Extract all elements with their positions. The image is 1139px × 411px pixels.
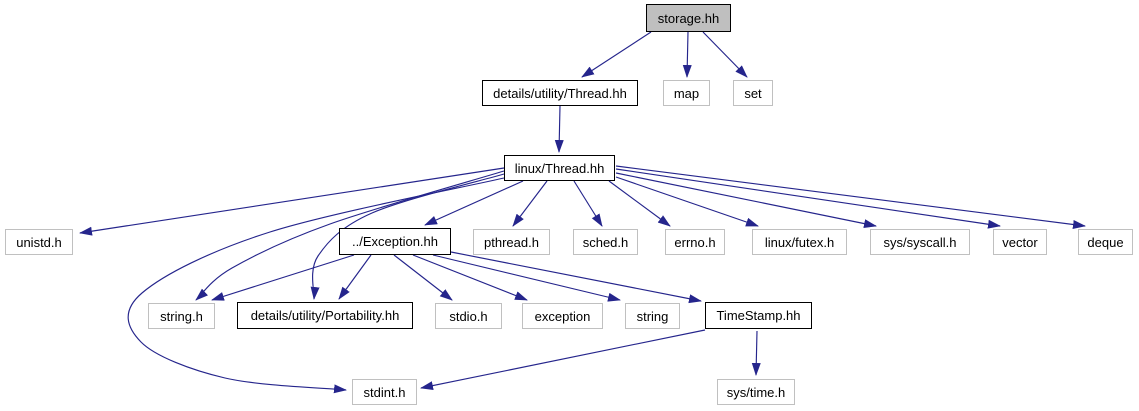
node-storage: storage.hh bbox=[646, 4, 731, 32]
edge-lthread-deque bbox=[615, 165, 1086, 229]
edge-lthread-stringh bbox=[195, 170, 505, 301]
node-timestamp[interactable]: TimeStamp.hh bbox=[705, 302, 812, 329]
edge-exception_hh-timestamp bbox=[450, 251, 702, 304]
node-exception_hh[interactable]: ../Exception.hh bbox=[339, 228, 451, 255]
edge-lthread-unistd bbox=[79, 167, 505, 236]
edge-exception_hh-stringstd bbox=[432, 254, 621, 302]
edge-exception_hh-portability bbox=[338, 254, 372, 300]
node-futex: linux/futex.h bbox=[752, 229, 847, 255]
edge-exception_hh-exception_std bbox=[412, 254, 528, 301]
node-deque: deque bbox=[1078, 229, 1133, 255]
edge-storage-set bbox=[702, 31, 748, 78]
edge-storage-map bbox=[682, 31, 692, 78]
node-pthread: pthread.h bbox=[473, 229, 550, 255]
edge-exception_hh-stdio bbox=[393, 254, 453, 301]
edge-timestamp-systime bbox=[751, 330, 761, 376]
edge-lthread-exception_hh bbox=[424, 180, 524, 226]
node-errno: errno.h bbox=[665, 229, 725, 255]
node-dthread[interactable]: details/utility/Thread.hh bbox=[482, 80, 638, 106]
edge-lthread-vector bbox=[615, 168, 1001, 229]
edge-lthread-portability bbox=[310, 173, 505, 300]
node-set: set bbox=[733, 80, 773, 106]
node-vector: vector bbox=[993, 229, 1047, 255]
node-sched: sched.h bbox=[573, 229, 638, 255]
node-map: map bbox=[663, 80, 710, 106]
edge-dthread-lthread bbox=[554, 105, 564, 153]
node-lthread[interactable]: linux/Thread.hh bbox=[504, 155, 615, 181]
node-exception_std: exception bbox=[522, 303, 603, 329]
node-unistd: unistd.h bbox=[5, 229, 73, 255]
edge-lthread-errno bbox=[608, 180, 671, 227]
edge-lthread-sched bbox=[573, 180, 603, 227]
edge-lthread-stdint bbox=[127, 177, 505, 394]
node-stringh: string.h bbox=[148, 303, 215, 329]
edge-lthread-syscall bbox=[615, 172, 877, 229]
edge-timestamp-stdint bbox=[420, 329, 706, 391]
node-stdio: stdio.h bbox=[435, 303, 502, 329]
node-syscall: sys/syscall.h bbox=[870, 229, 970, 255]
node-stdint: stdint.h bbox=[352, 379, 417, 405]
edge-lthread-futex bbox=[615, 176, 759, 227]
node-portability[interactable]: details/utility/Portability.hh bbox=[237, 302, 413, 329]
edge-storage-dthread bbox=[581, 31, 652, 78]
edge-exception_hh-stringh bbox=[211, 254, 355, 301]
node-systime: sys/time.h bbox=[717, 379, 795, 405]
edge-lthread-pthread bbox=[512, 180, 548, 227]
node-stringstd: string bbox=[625, 303, 680, 329]
